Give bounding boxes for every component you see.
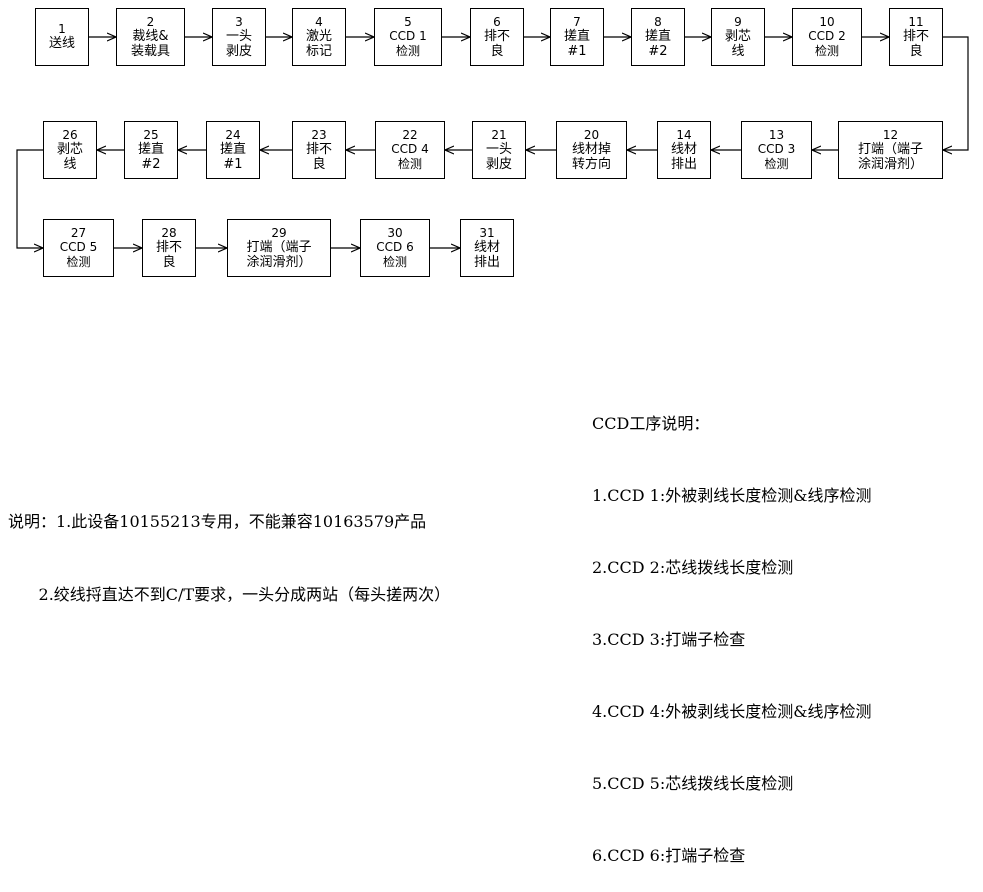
- ccd-notes-title: CCD工序说明：: [592, 414, 710, 433]
- step-label: 打端（端子 涂润滑剂）: [246, 239, 312, 270]
- step-label: 排不 良: [155, 239, 182, 270]
- step-label: 搓直 #1: [219, 141, 246, 172]
- step-number: 21: [491, 127, 507, 142]
- step-number: 20: [583, 127, 600, 142]
- step-label: 线材 排出: [670, 141, 697, 172]
- ccd-note-item: 1.CCD 1:外被剥线长度检测&线序检测: [592, 486, 872, 505]
- step-number: 2: [146, 14, 155, 29]
- step-label: CCD 4 检测: [391, 141, 429, 171]
- step-label: CCD 1 检测: [389, 28, 427, 58]
- step-number: 6: [493, 14, 501, 29]
- step-number: 27: [70, 225, 87, 240]
- step-number: 29: [271, 225, 287, 240]
- step-number: 10: [819, 14, 835, 29]
- equipment-remarks: 说明：1.此设备10155213专用，不能兼容10163579产品 2.绞线捋直…: [8, 462, 450, 632]
- ccd-note-item: 4.CCD 4:外被剥线长度检测&线序检测: [592, 702, 872, 721]
- step-label: 线材 排出: [473, 239, 500, 270]
- step-label: 一头 剥皮: [485, 141, 512, 172]
- step-number: 1: [58, 22, 66, 36]
- step-label: 排不 良: [902, 28, 929, 59]
- step-label: 排不 良: [305, 141, 332, 172]
- flow-connectors: [16, 36, 969, 248]
- step-number: 8: [654, 14, 662, 29]
- step-label: 搓直 #1: [563, 28, 590, 59]
- step-number: 26: [62, 127, 78, 142]
- step-label: 剥芯 线: [724, 28, 751, 59]
- step-label: 打端（端子 涂润滑剂）: [857, 141, 923, 172]
- step-label: 剥芯 线: [56, 141, 83, 172]
- ccd-note-item: 6.CCD 6:打端子检查: [592, 846, 746, 865]
- step-number: 24: [225, 127, 241, 142]
- step-label: 排不 良: [483, 28, 510, 59]
- ccd-note-item: 3.CCD 3:打端子检查: [592, 630, 746, 649]
- remark-line-2: 2.绞线捋直达不到C/T要求，一头分成两站（每头搓两次）: [8, 585, 451, 604]
- step-label: 线材掉 转方向: [571, 141, 611, 172]
- step-label: CCD 6 检测: [376, 239, 414, 269]
- remark-line-1: 说明：1.此设备10155213专用，不能兼容10163579产品: [8, 512, 427, 531]
- ccd-process-notes: CCD工序说明： 1.CCD 1:外被剥线长度检测&线序检测 2.CCD 2:芯…: [592, 364, 871, 892]
- flow-return-arrow: [16, 149, 43, 248]
- step-number: 12: [882, 127, 899, 142]
- step-number: 3: [235, 14, 243, 29]
- step-label: CCD 5 检测: [59, 239, 98, 269]
- step-number: 11: [908, 14, 924, 29]
- flow-return-arrow: [943, 36, 969, 150]
- ccd-note-item: 2.CCD 2:芯线拨线长度检测: [592, 558, 794, 577]
- step-number: 4: [315, 14, 323, 29]
- step-number: 9: [734, 14, 742, 29]
- step-number: 7: [573, 14, 581, 29]
- step-number: 28: [161, 225, 177, 240]
- step-label: CCD 2 检测: [808, 28, 846, 58]
- process-flow-diagram: [16, 0, 969, 300]
- step-label: 搓直 #2: [644, 28, 671, 59]
- step-number: 14: [676, 127, 692, 142]
- step-label: CCD 3 检测: [757, 141, 796, 171]
- step-label: 搓直 #2: [137, 141, 164, 172]
- step-label: 一头 剥皮: [225, 28, 252, 59]
- step-number: 30: [387, 225, 403, 240]
- step-number: 31: [479, 225, 495, 240]
- step-number: 23: [311, 127, 327, 142]
- step-label: 裁线& 装载具: [130, 28, 170, 59]
- step-number: 25: [143, 127, 159, 142]
- step-number: 5: [404, 14, 412, 29]
- ccd-note-item: 5.CCD 5:芯线拨线长度检测: [592, 774, 794, 793]
- step-label: 激光 标记: [305, 28, 332, 59]
- step-number: 22: [402, 127, 418, 142]
- step-label: 送线: [48, 36, 75, 51]
- step-number: 13: [768, 127, 785, 142]
